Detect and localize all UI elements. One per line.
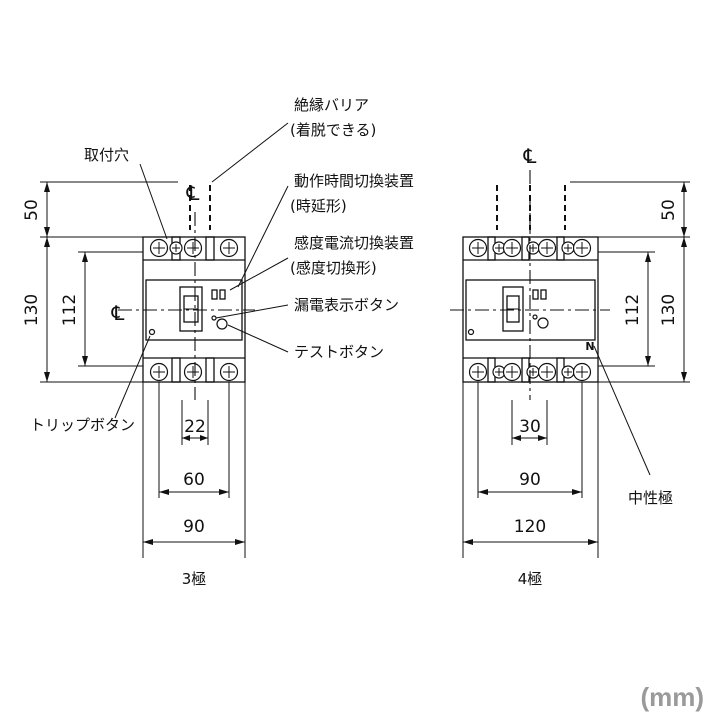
label-leak-indicator: 漏電表示ボタン (294, 296, 399, 314)
dim-center: 30 (519, 417, 541, 437)
terminal-icon (572, 362, 592, 382)
dim-pitch: 90 (519, 470, 541, 490)
terminal-icon (526, 365, 540, 379)
dim-width: 90 (183, 517, 205, 537)
terminal-icon (502, 362, 522, 382)
dim-height: 130 (659, 294, 679, 326)
dim-pitch: 60 (183, 470, 205, 490)
terminal-icon (468, 362, 488, 382)
breaker-body-3p (142, 236, 246, 383)
terminal-icon (149, 362, 169, 382)
centerline-mark: ℄ (111, 301, 125, 325)
label-sensitivity-switch-note: (感度切換形) (290, 259, 377, 277)
dim-top: 50 (659, 199, 679, 221)
label-operating-time-switch: 動作時間切換装置 (294, 172, 414, 190)
trip-button-4p[interactable] (467, 328, 475, 336)
terminal-icon (183, 238, 203, 258)
label-trip-button: トリップボタン (30, 416, 135, 434)
label-neutral-pole: 中性極 (628, 489, 673, 507)
terminal-icon (149, 238, 169, 258)
dim-mount: 112 (60, 294, 80, 326)
dim-mount: 112 (623, 294, 643, 326)
trip-button-3p[interactable] (148, 328, 156, 336)
label-test-button: テストボタン (294, 343, 384, 361)
terminal-icon (219, 362, 239, 382)
test-button-4p[interactable] (537, 317, 549, 329)
neutral-mark: N (585, 340, 594, 353)
time-switch-3p[interactable] (211, 289, 218, 300)
terminal-icon (219, 238, 239, 258)
terminal-icon (502, 238, 522, 258)
units-label: (mm) (640, 682, 704, 712)
leader-lines (114, 122, 651, 476)
view-4-pole: N ℄ (450, 144, 690, 588)
view-3-pole: ℄ ℄ 50 130 112 22 (22, 181, 255, 588)
sensitivity-switch-3p[interactable] (219, 289, 226, 300)
terminal-icon (468, 238, 488, 258)
sensitivity-switch-4p[interactable] (540, 289, 547, 300)
label-insulation-barrier-note: (着脱できる) (290, 121, 376, 139)
terminal-icon (526, 241, 540, 255)
test-button-3p[interactable] (216, 318, 228, 330)
terminal-icon (169, 241, 183, 255)
terminal-icon (537, 238, 557, 258)
terminal-icon (183, 362, 203, 382)
dim-height: 130 (22, 294, 42, 326)
leak-indicator-3p[interactable] (211, 315, 217, 321)
centerline-mark: ℄ (186, 181, 200, 205)
terminal-icon (561, 365, 575, 379)
label-mounting-hole: 取付穴 (84, 146, 129, 164)
dim-top: 50 (22, 199, 42, 221)
time-switch-4p[interactable] (532, 289, 539, 300)
leak-indicator-4p[interactable] (532, 314, 538, 320)
centerline-mark: ℄ (523, 144, 537, 168)
dim-width: 120 (514, 517, 546, 537)
label-operating-time-switch-note: (時延形) (290, 197, 347, 215)
label-insulation-barrier: 絶縁バリア (294, 96, 369, 114)
dim-center: 22 (184, 417, 206, 437)
terminal-icon (561, 241, 575, 255)
view-caption: 3極 (182, 570, 207, 588)
view-caption: 4極 (518, 570, 543, 588)
terminal-icon (572, 238, 592, 258)
terminal-icon (537, 362, 557, 382)
label-sensitivity-switch: 感度電流切換装置 (294, 234, 414, 252)
